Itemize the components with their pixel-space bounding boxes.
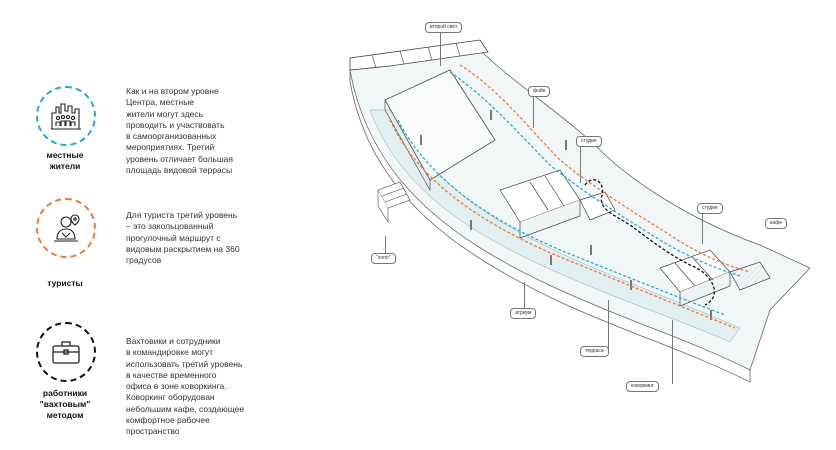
columns [420, 110, 712, 320]
persona-ring-workers [36, 322, 96, 382]
persona-text-locals: Как и на втором уровне Центра, местные ж… [126, 86, 233, 176]
label-studio-2: студия [697, 203, 723, 214]
persona-ring-tourists [36, 198, 96, 258]
label-atrium: атриум [510, 308, 537, 319]
label-cafe: кафе [765, 218, 787, 229]
tag-line-terrace [608, 300, 609, 350]
studio-block [499, 169, 616, 239]
tag-line-studio-2 [702, 212, 703, 244]
view-terrace [369, 109, 741, 343]
label-coworking: коворкинг [626, 381, 659, 392]
persona-label-tourists: туристы [47, 278, 83, 288]
label-studio-1: студия [576, 136, 602, 147]
label-foyer: фойе [528, 86, 551, 97]
label-second-light: второй свет [425, 22, 463, 33]
persona-label-workers: работники "вахтовым" методом [39, 388, 91, 420]
staircase [377, 181, 411, 224]
route-locals [397, 71, 741, 316]
coworking-block [659, 249, 771, 307]
slab-edge [349, 70, 751, 383]
tourist-location-icon [54, 214, 80, 242]
upper-rooms [349, 39, 489, 71]
tag-line-hall [385, 236, 386, 256]
persona-label-locals: местные жители [46, 150, 84, 171]
second-light-void [384, 69, 496, 181]
route-workers [584, 179, 716, 306]
tag-line-second-light [440, 28, 441, 66]
tag-line-foyer [533, 94, 534, 128]
briefcase-icon [52, 341, 80, 364]
persona-text-workers: Вахтовики и сотрудники в командировке мо… [126, 336, 245, 437]
tag-line-atrium [524, 282, 525, 312]
persona-text-tourists: Для туриста третий уровень – это закольц… [126, 210, 240, 266]
tag-line-coworking [672, 320, 673, 384]
label-hall: "холл" [371, 253, 396, 264]
city-residents-icon [51, 103, 81, 130]
tag-line-studio-1 [580, 147, 581, 183]
label-terrace: терраса [580, 346, 609, 357]
axonometric-floor-plan [349, 39, 811, 383]
persona-ring-locals [36, 86, 96, 146]
